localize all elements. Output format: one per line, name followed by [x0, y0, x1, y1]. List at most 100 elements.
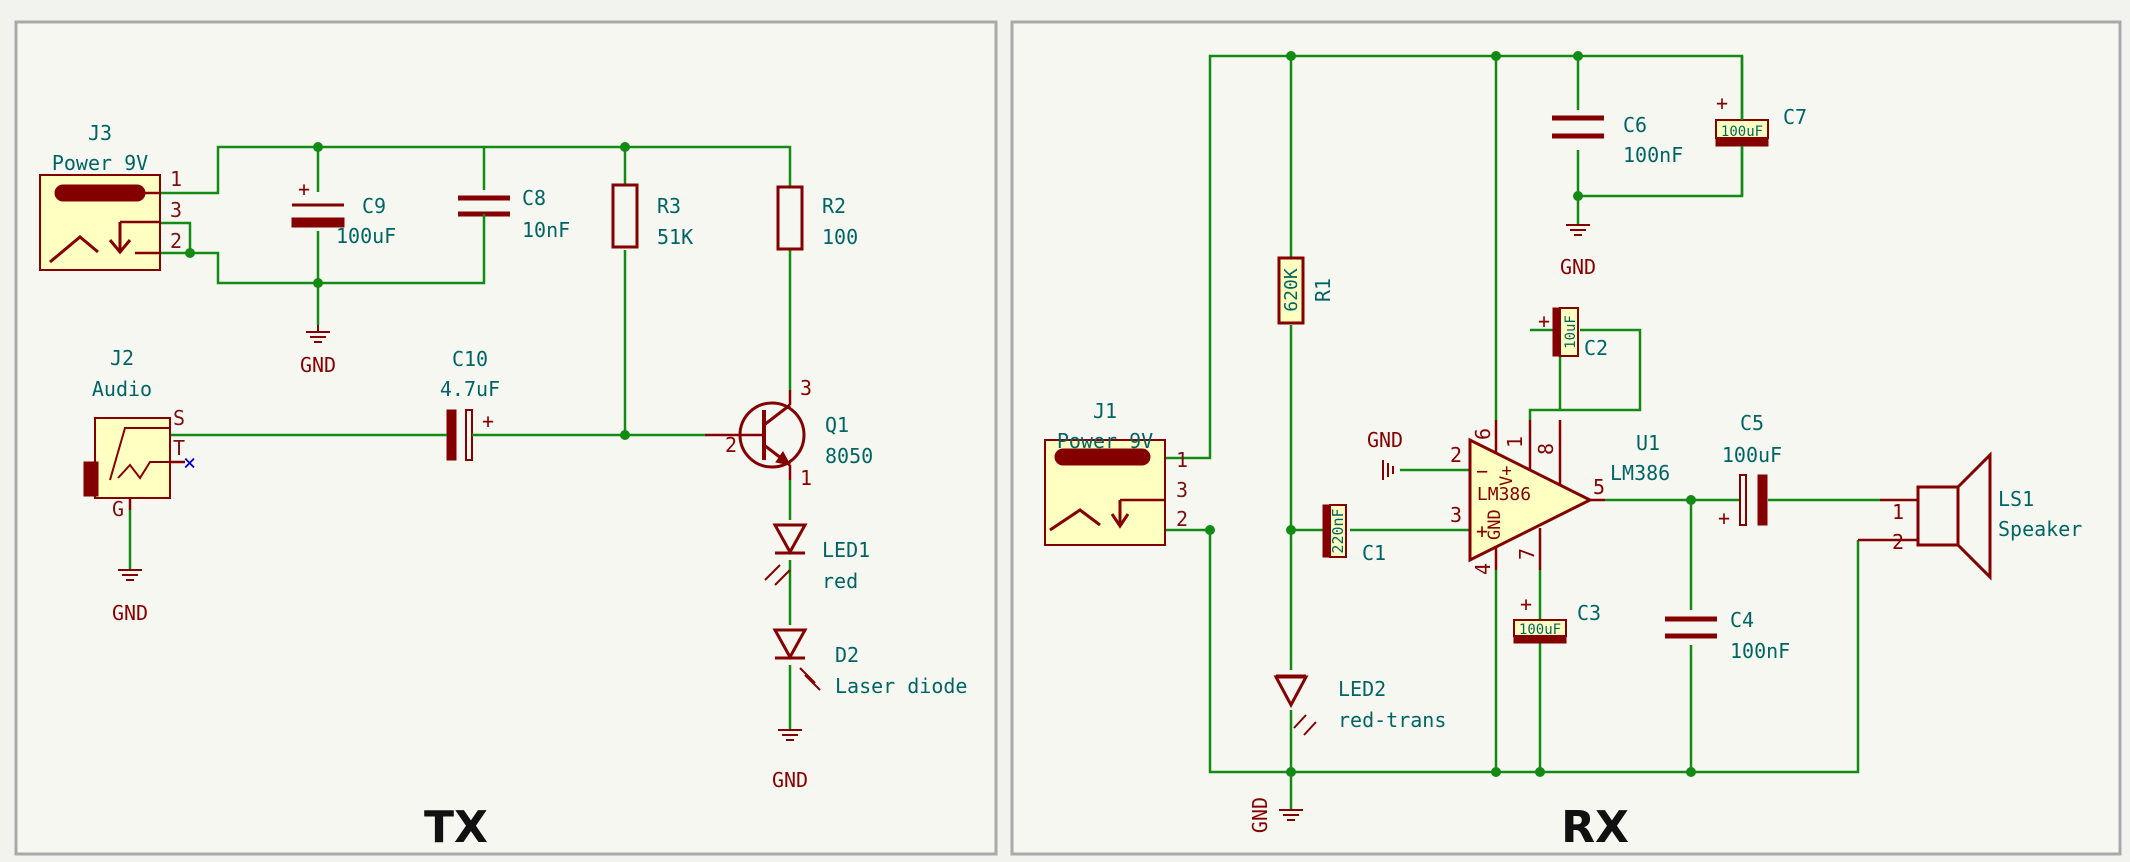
q1-pin-2: 2 [725, 433, 737, 457]
no-connect-icon: × [183, 451, 196, 476]
j2-ref: J2 [110, 346, 134, 370]
j2-pin-t: T [173, 436, 185, 460]
c5-capacitor[interactable]: + C5 100uF [1718, 411, 1782, 530]
c8-capacitor[interactable]: C8 10nF [458, 186, 570, 255]
u1-minus: − [1476, 459, 1488, 483]
c5-value: 100uF [1722, 443, 1782, 467]
gnd-label-tx-2: GND [112, 601, 148, 625]
c5-polarity: + [1718, 506, 1730, 530]
u1-pin-7: 7 [1515, 548, 1539, 560]
q1-transistor[interactable]: 3 2 1 Q1 8050 [705, 376, 873, 490]
rx-title: RX [1561, 802, 1629, 853]
c10-capacitor[interactable]: + C10 4.7uF [440, 347, 505, 461]
j2-pin-g: G [112, 497, 124, 521]
j1-power-jack[interactable]: 1 3 2 J1 Power 9V [1044, 399, 1188, 546]
rx-wires [1165, 51, 1880, 810]
c3-body-value: 100uF [1519, 622, 1561, 638]
c10-polarity: + [482, 409, 494, 433]
u1-pin-6: 6 [1471, 428, 1495, 440]
ls1-ref: LS1 [1998, 487, 2034, 511]
ls1-pin-1: 1 [1892, 500, 1904, 524]
led1-diode[interactable]: LED1 red [764, 523, 870, 593]
c1-body-value: 220nF [1329, 508, 1347, 553]
c4-ref: C4 [1730, 608, 1754, 632]
r1-ref: R1 [1311, 278, 1335, 302]
c7-capacitor[interactable]: + 100uF C7 [1715, 56, 1807, 196]
c10-value: 4.7uF [440, 377, 500, 401]
c4-value: 100nF [1730, 639, 1790, 663]
j2-pin-s: S [173, 406, 185, 430]
r1-resistor[interactable]: 620K R1 [1277, 256, 1335, 325]
c6-capacitor[interactable]: C6 100nF [1552, 113, 1683, 167]
tx-wires [128, 142, 792, 730]
gnd-symbol-tx-1: GND [300, 325, 336, 377]
d2-laser-diode[interactable]: D2 Laser diode [772, 628, 967, 698]
u1-pin-1: 1 [1503, 436, 1527, 448]
j1-pin-2: 2 [1176, 507, 1188, 531]
d2-value: Laser diode [835, 674, 967, 698]
c4-capacitor[interactable]: C4 100nF [1665, 608, 1790, 663]
c7-body-value: 100uF [1721, 124, 1763, 140]
j3-value: Power 9V [52, 151, 148, 175]
tx-panel [14, 20, 998, 856]
u1-gnd-pin-label: GND [1485, 509, 1505, 540]
c5-ref: C5 [1740, 411, 1764, 435]
gnd-label-rx-top: GND [1560, 255, 1596, 279]
led2-diode[interactable]: LED2 red-trans [1273, 674, 1446, 736]
j2-value: Audio [92, 377, 152, 401]
u1-body-label: LM386 [1477, 484, 1531, 505]
ls1-value: Speaker [1998, 517, 2082, 541]
q1-value: 8050 [825, 444, 873, 468]
gnd-symbol-rx-top: GND [1560, 224, 1596, 279]
c2-ref: C2 [1584, 336, 1608, 360]
q1-pin-1: 1 [800, 466, 812, 490]
rx-panel [1010, 20, 2122, 856]
led1-ref: LED1 [822, 538, 870, 562]
gnd-label-tx-1: GND [300, 353, 336, 377]
r3-resistor[interactable]: R3 51K [611, 183, 693, 249]
c6-value: 100nF [1623, 143, 1683, 167]
j1-pin-3: 3 [1176, 478, 1188, 502]
r2-resistor[interactable]: R2 100 [776, 185, 858, 251]
c9-capacitor[interactable]: + C9 100uF [291, 177, 396, 248]
u1-plus: + [1476, 519, 1488, 543]
c9-value: 100uF [336, 224, 396, 248]
c2-capacitor[interactable]: + 10uF C2 [1538, 307, 1608, 360]
j1-ref: J1 [1093, 399, 1117, 423]
c9-polarity: + [298, 177, 310, 201]
rx-circuit: C6 100nF + 100uF C7 GND 620K R1 [1044, 51, 2082, 833]
c10-ref: C10 [452, 347, 488, 371]
j3-pin-3: 3 [170, 198, 182, 222]
u1-pin-4: 4 [1471, 563, 1495, 575]
r2-ref: R2 [822, 194, 846, 218]
u1-pin-5: 5 [1593, 475, 1605, 499]
u1-ref: U1 [1636, 431, 1660, 455]
tx-title: TX [424, 802, 488, 853]
led1-value: red [822, 569, 858, 593]
r3-value: 51K [657, 225, 693, 249]
gnd-symbol-rx-bottom: GND [1248, 797, 1303, 833]
led2-ref: LED2 [1338, 677, 1386, 701]
c8-ref: C8 [522, 186, 546, 210]
c3-polarity: + [1520, 592, 1532, 616]
j3-ref: J3 [88, 121, 112, 145]
c3-capacitor[interactable]: + 100uF C3 [1513, 592, 1601, 644]
c1-capacitor[interactable]: 220nF C1 [1322, 504, 1386, 565]
q1-pin-3: 3 [800, 376, 812, 400]
q1-ref: Q1 [825, 413, 849, 437]
gnd-label-rx-mid: GND [1367, 428, 1403, 452]
ls1-pin-2: 2 [1892, 530, 1904, 554]
c7-polarity: + [1716, 91, 1728, 115]
gnd-label-tx-3: GND [772, 768, 808, 792]
gnd-symbol-tx-3: GND [772, 729, 808, 792]
u1-lm386-amplifier[interactable]: 2 3 6 1 8 5 4 7 − + LM386 V+ GND U1 LM38… [1450, 420, 1670, 575]
j3-pin-2: 2 [170, 229, 182, 253]
j1-value: Power 9V [1057, 429, 1153, 453]
gnd-symbol-rx-mid: GND [1367, 428, 1403, 480]
r3-ref: R3 [657, 194, 681, 218]
j3-power-jack[interactable]: 1 3 2 J3 Power 9V [39, 121, 182, 271]
u1-rail-label: V+ [1497, 466, 1517, 486]
ls1-speaker[interactable]: 1 2 LS1 Speaker [1858, 451, 2082, 581]
j2-audio-jack[interactable]: S T G × J2 Audio [83, 346, 196, 521]
